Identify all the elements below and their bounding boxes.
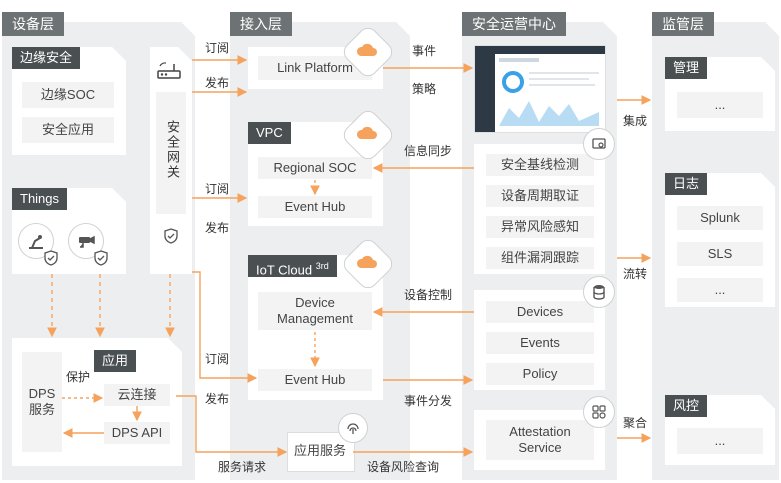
cloud-icon: [355, 40, 379, 65]
baseline-check-box: 安全基线检测: [486, 154, 594, 176]
security-gateway-box: [156, 92, 186, 214]
things-title: Things: [12, 188, 68, 210]
manage-item: ...: [677, 92, 763, 118]
subscribe-label: 订阅: [205, 352, 230, 366]
device-control-label: 设备控制: [404, 288, 453, 302]
router-icon: [156, 62, 182, 85]
aggregate-label: 聚合: [623, 416, 648, 430]
cloud-connect-box: 云连接: [104, 384, 170, 406]
policy-label: 策略: [412, 82, 437, 96]
log-title: 日志: [665, 173, 708, 195]
sls-box: SLS: [677, 242, 763, 266]
cloud-icon: [355, 252, 379, 277]
event-label: 事件: [412, 44, 437, 58]
app-service-box: 应用服务: [288, 433, 352, 469]
publish-label: 发布: [205, 392, 230, 406]
service-request-arrow: [176, 395, 288, 457]
vpc-event-hub-box: Event Hub: [258, 196, 372, 218]
edge-security-title: 边缘安全: [12, 47, 81, 69]
shield-icon: [44, 250, 58, 271]
vuln-tracking-box: 组件漏洞跟踪: [486, 247, 594, 269]
device-evidence-box: 设备周期取证: [486, 185, 594, 207]
attestation-service-box: Attestation Service: [486, 420, 594, 460]
security-gateway-label: 安全网关: [165, 120, 180, 180]
event-dispatch-label: 事件分发: [404, 394, 453, 408]
device-layer-header: 设备层: [2, 12, 64, 36]
policy-box: Policy: [486, 363, 594, 385]
iot-cloud-sup: 3rd: [315, 261, 329, 271]
iot-cloud-title-text: IoT Cloud: [256, 262, 313, 278]
iot-cloud-title: IoT Cloud 3rd: [248, 255, 337, 277]
fingerprint-icon: [338, 413, 368, 443]
risk-item: ...: [677, 428, 763, 454]
log-more-box: ...: [677, 278, 763, 302]
events-box: Events: [486, 332, 594, 354]
subscribe-label: 订阅: [205, 41, 230, 55]
protect-label: 保护: [66, 370, 91, 384]
flow-label: 流转: [623, 267, 648, 281]
monitor-icon: [583, 128, 615, 160]
supervision-layer-header: 监管层: [652, 12, 714, 36]
integrate-label: 集成: [623, 114, 648, 128]
access-layer-header: 接入层: [230, 12, 292, 36]
dps-service-box: DPS 服务: [22, 352, 62, 452]
security-app-box: 安全应用: [22, 117, 114, 143]
device-management-box: Device Management: [258, 292, 372, 330]
database-icon: [583, 276, 615, 308]
cloud-icon: [355, 123, 379, 148]
risk-query-label: 设备风险查询: [367, 460, 440, 474]
dps-api-box: DPS API: [104, 422, 170, 444]
pub-arrow-2: [192, 271, 258, 383]
shield-icon: [164, 228, 178, 249]
service-request-label: 服务请求: [218, 460, 267, 474]
publish-label: 发布: [205, 221, 230, 235]
splunk-box: Splunk: [677, 206, 763, 230]
publish-label: 发布: [205, 76, 230, 90]
risk-title: 风控: [665, 395, 708, 417]
iot-event-hub-box: Event Hub: [258, 369, 372, 391]
grid-icon: [583, 396, 615, 428]
dashboard-thumbnail: [474, 45, 606, 133]
regional-soc-box: Regional SOC: [258, 157, 372, 179]
risk-perception-box: 异常风险感知: [486, 216, 594, 238]
shield-icon: [94, 250, 108, 271]
vpc-title: VPC: [248, 122, 291, 144]
manage-title: 管理: [665, 57, 708, 79]
security-center-header: 安全运营中心: [462, 12, 566, 36]
info-sync-label: 信息同步: [404, 144, 453, 158]
subscribe-label: 订阅: [205, 182, 230, 196]
edge-soc-box: 边缘SOC: [22, 82, 114, 108]
devices-box: Devices: [486, 301, 594, 323]
app-title: 应用: [94, 350, 137, 372]
